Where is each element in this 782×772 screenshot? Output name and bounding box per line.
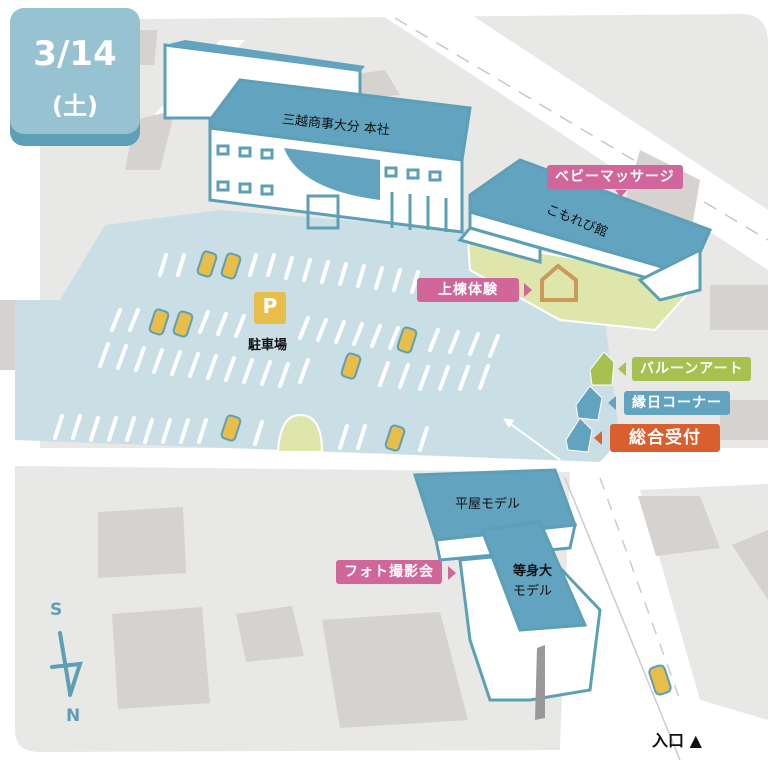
entrance-text: 入口 (652, 731, 685, 750)
weekday-text: (土) (52, 92, 98, 120)
lawn-patch (276, 413, 324, 453)
block (732, 530, 768, 600)
block (236, 606, 304, 662)
compass-south: S (50, 600, 63, 620)
parked-cars (148, 250, 672, 696)
date-badge: 3/14 (土) (10, 8, 140, 146)
event-general-reception[interactable]: 総合受付 (610, 424, 720, 452)
block (322, 612, 468, 728)
parking-stripes (53, 253, 500, 452)
life-size-model-label-1: 等身大 (513, 564, 553, 579)
pillar (535, 645, 545, 720)
block (720, 400, 768, 440)
parking-letter: P (262, 294, 278, 318)
life-size-model-roof (479, 520, 588, 632)
life-size-model-label-2: モデル (513, 584, 553, 599)
joto-house-icon (540, 263, 578, 302)
parking-label: 駐車場 (248, 338, 288, 353)
tents (565, 351, 615, 453)
event-photo-session[interactable]: フォト撮影会 (336, 560, 442, 584)
flat-model-label: 平屋モデル (455, 497, 521, 512)
event-baby-massage[interactable]: ベビーマッサージ (547, 165, 683, 189)
parking-icon (254, 292, 286, 324)
compass-north: N (66, 706, 81, 726)
entrance-label[interactable]: 入口 ▲ (652, 727, 702, 751)
pointer-left-icon (618, 362, 626, 376)
block (638, 496, 720, 556)
date-text: 3/14 (33, 34, 117, 74)
pointer-right-icon (448, 566, 456, 580)
compass-icon (50, 631, 83, 697)
pointer-left-icon (594, 431, 602, 445)
event-ennichi-corner[interactable]: 縁日コーナー (624, 391, 730, 415)
event-joto-taiken[interactable]: 上棟体験 (417, 278, 519, 302)
pointer-down-icon (615, 190, 627, 197)
entrance-marker-icon: ▲ (689, 731, 702, 750)
block (98, 507, 186, 578)
pointer-left-icon (608, 396, 616, 410)
block (710, 285, 768, 330)
event-balloon-art[interactable]: バルーンアート (632, 357, 752, 381)
block (112, 607, 210, 709)
pointer-right-icon (524, 283, 532, 297)
